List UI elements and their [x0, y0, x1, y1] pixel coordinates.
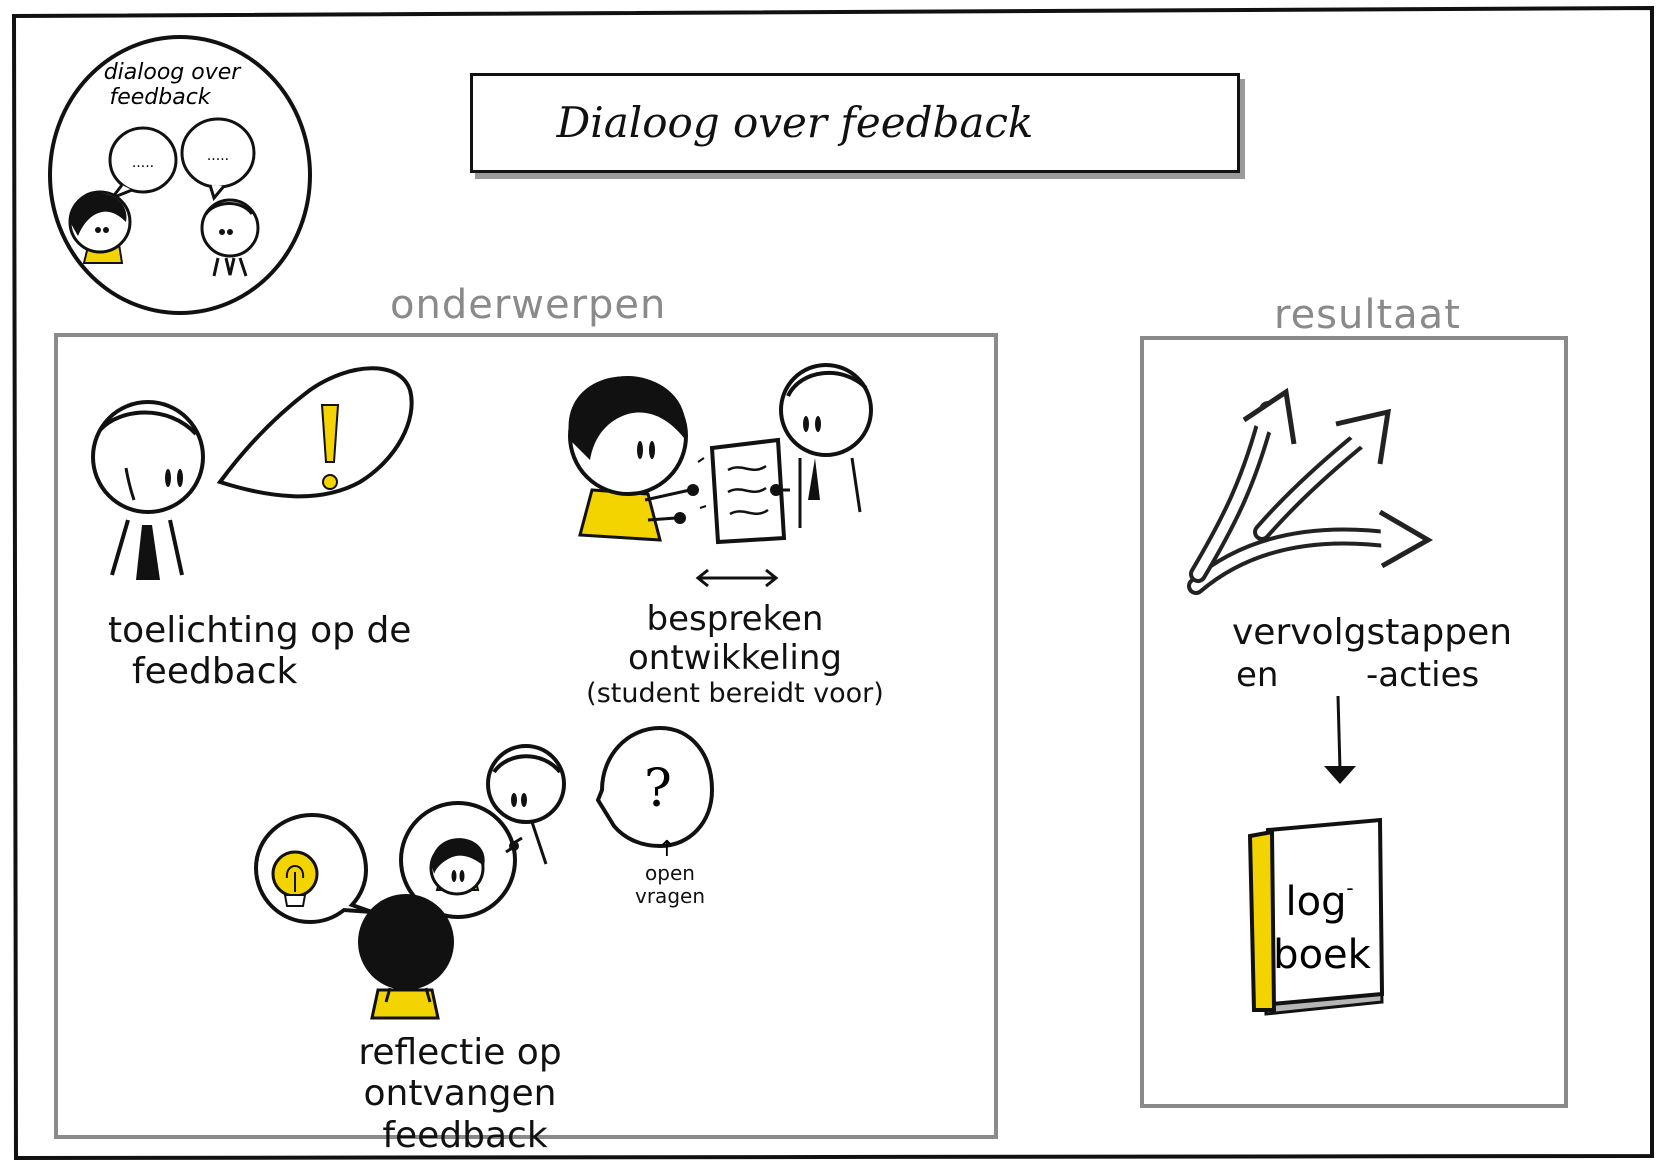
topics-panel — [54, 333, 998, 1139]
topic-1-line2: feedback — [132, 651, 298, 693]
result-line2b: -acties — [1366, 655, 1480, 695]
badge-bubble-2: ..... — [207, 148, 229, 164]
diverging-arrows-icon — [1187, 387, 1434, 595]
outer-frame — [11, 5, 1654, 1161]
badge-title-line2: feedback — [109, 85, 211, 110]
title-box: Dialoog over feedback — [470, 73, 1240, 173]
topic-3-line1: reflectie op ontvangen — [358, 1032, 562, 1115]
result-line2a: en — [1236, 655, 1279, 695]
logbook-hyphen: - — [1346, 876, 1353, 900]
page-title: Dialoog over feedback — [556, 98, 1034, 147]
logbook-line1: log — [1286, 879, 1347, 925]
down-arrow-icon — [1324, 695, 1356, 784]
result-panel — [1140, 336, 1568, 1108]
result-section-label: resultaat — [1274, 292, 1461, 338]
explanation-person-icon — [91, 400, 205, 580]
badge-bubble-1: ..... — [132, 155, 154, 171]
reflection-people-icon — [253, 725, 715, 1020]
result-line1: vervolgstappen — [1232, 612, 1513, 653]
topic-3-line2: feedback — [382, 1114, 548, 1156]
topics-section-label: onderwerpen — [390, 282, 667, 328]
topic-3-label: reflectie op ontvangen feedback — [270, 1032, 650, 1156]
annotation-arrow: ↑ — [658, 837, 676, 862]
speech-bubble-exclamation-icon — [216, 366, 414, 499]
topic-2-line1: bespreken ontwikkeling — [627, 599, 843, 679]
question-mark: ? — [644, 759, 672, 819]
badge-title-line1: dialoog over — [104, 60, 243, 85]
document-exchange-icon — [568, 363, 873, 588]
logbook-icon — [1247, 817, 1385, 1016]
open-questions-annotation: open vragen — [635, 861, 705, 908]
logbook-line2: boek — [1273, 932, 1371, 978]
topic-1-line1: toelichting op de — [108, 610, 412, 651]
dialogue-badge-icon: ..... ..... — [48, 35, 312, 315]
topic-1-label: toelichting op de feedback — [108, 610, 438, 693]
topic-2-line2: (student bereidt voor) — [586, 678, 884, 710]
topic-2-label: bespreken ontwikkeling (student bereidt … — [550, 599, 920, 710]
